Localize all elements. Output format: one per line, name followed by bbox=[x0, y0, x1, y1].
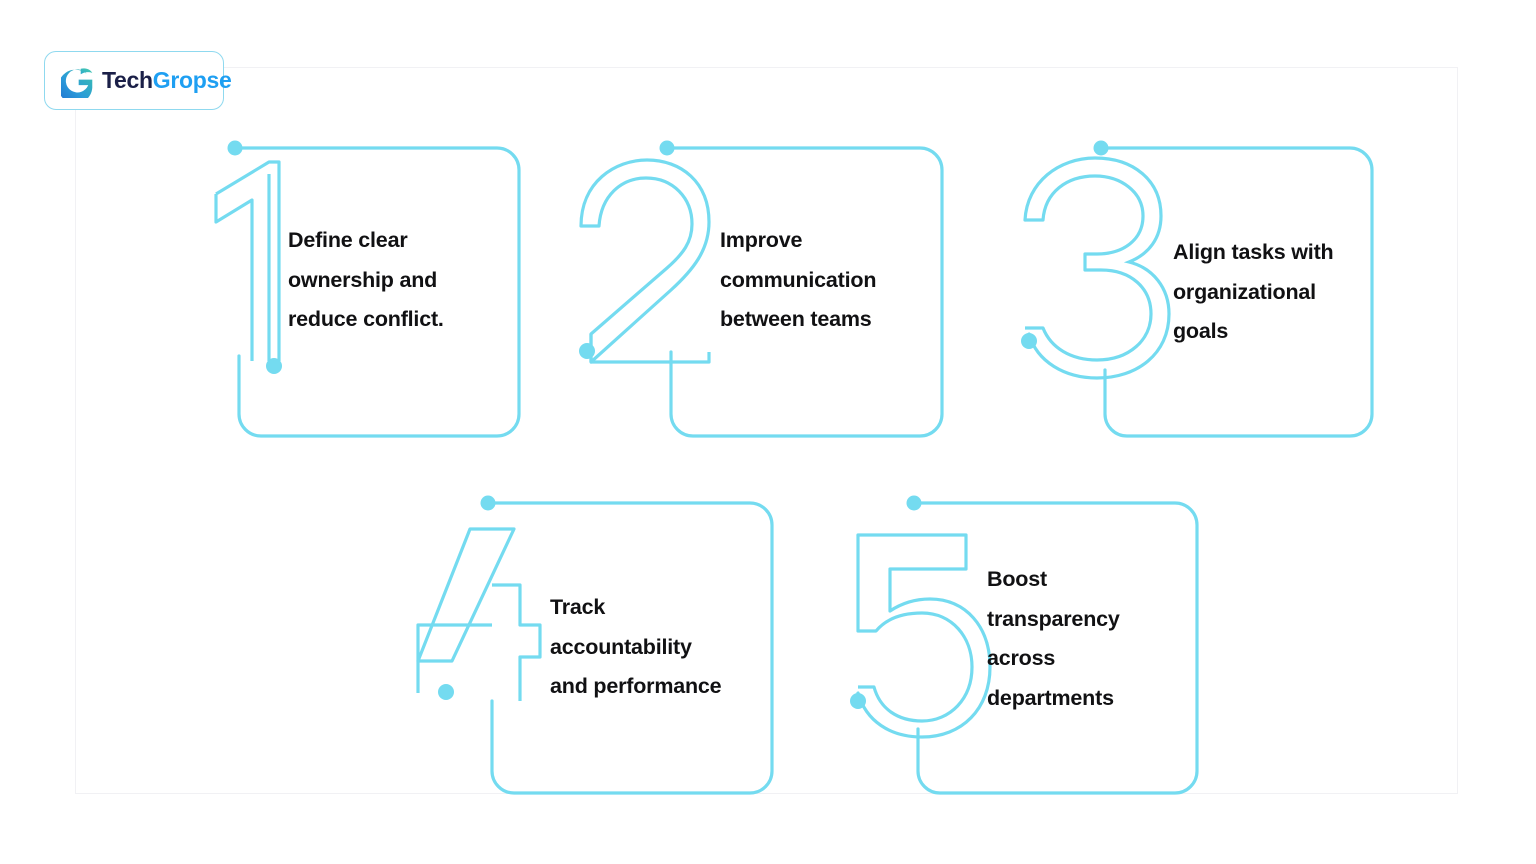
numeral-two-outline-icon bbox=[579, 158, 711, 364]
step-card-4[interactable]: Track accountability and performance bbox=[408, 493, 780, 805]
card-1-border-path bbox=[237, 146, 521, 438]
numeral-five-outline-icon bbox=[856, 533, 992, 739]
card-1-text: Define clear ownership and reduce confli… bbox=[288, 228, 444, 331]
card-3-connector-dot-top bbox=[1093, 140, 1109, 156]
brand-logo-badge: TechGropse bbox=[44, 51, 232, 110]
card-4-text: Track accountability and performance bbox=[550, 595, 722, 698]
step-card-5[interactable]: Boost transparency across departments bbox=[840, 493, 1205, 805]
card-4-border-path bbox=[490, 501, 774, 795]
card-2-border-path bbox=[669, 146, 944, 438]
outer-container-frame bbox=[75, 67, 1458, 794]
numeral-four-outline-icon bbox=[416, 583, 542, 701]
card-2-text: Improve communication between teams bbox=[720, 228, 877, 331]
card-5-text: Boost transparency across departments bbox=[987, 567, 1120, 710]
card-4-connector-dot-bottom bbox=[438, 684, 454, 700]
numeral-three-outline-icon bbox=[1023, 156, 1171, 380]
step-card-2[interactable]: Improve communication between teams bbox=[575, 138, 950, 448]
card-1-connector-dot-bottom bbox=[266, 358, 282, 374]
card-2-outline-graphic bbox=[579, 140, 944, 438]
card-3-connector-dot-bottom bbox=[1021, 333, 1037, 349]
card-3-text: Align tasks with organizational goals bbox=[1173, 240, 1334, 343]
card-5-outline-graphic bbox=[850, 495, 1199, 795]
card-1-outline-graphic bbox=[214, 140, 521, 438]
numeral-five-inner-path bbox=[856, 535, 974, 723]
card-5-border-path bbox=[916, 501, 1199, 795]
card-2-connector-dot-top bbox=[659, 140, 675, 156]
techgropse-g-logo-icon bbox=[61, 67, 93, 98]
brand-wordmark: TechGropse bbox=[102, 69, 232, 92]
numeral-one-outline-icon bbox=[214, 160, 281, 361]
numeral-four-blade-path bbox=[416, 527, 516, 663]
card-4-connector-dot-top bbox=[480, 495, 496, 511]
card-3-border-path bbox=[1103, 146, 1374, 438]
step-card-1[interactable]: Define clear ownership and reduce confli… bbox=[207, 138, 527, 448]
card-1-connector-dot-top bbox=[227, 140, 243, 156]
card-4-outline-graphic bbox=[416, 495, 774, 795]
card-5-connector-dot-top bbox=[906, 495, 922, 511]
card-3-outline-graphic bbox=[1021, 140, 1374, 438]
brand-word-tech: Tech bbox=[102, 67, 153, 93]
step-card-3[interactable]: Align tasks with organizational goals bbox=[1015, 138, 1380, 448]
brand-word-gropse: Gropse bbox=[152, 67, 232, 93]
numeral-three-inner-path bbox=[1025, 174, 1153, 362]
card-5-connector-dot-bottom bbox=[850, 693, 866, 709]
card-2-connector-dot-bottom bbox=[579, 343, 595, 359]
